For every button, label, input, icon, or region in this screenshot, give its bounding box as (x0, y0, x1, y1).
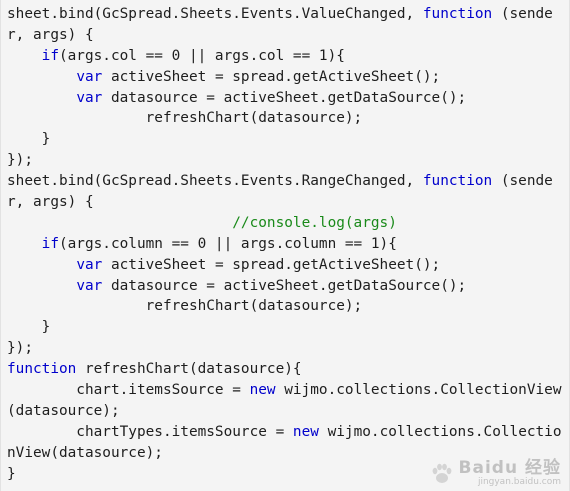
code-token (7, 69, 76, 85)
code-line: }); (7, 150, 569, 171)
code-keyword: var (76, 277, 103, 294)
code-token: } (7, 131, 51, 148)
code-token: refreshChart(datasource); (7, 298, 363, 315)
code-line: } (7, 464, 569, 485)
code-keyword: new (292, 423, 319, 440)
code-line: chartTypes.itemsSource = new wijmo.colle… (7, 422, 569, 443)
code-line: if(args.col == 0 || args.col == 1){ (7, 46, 569, 67)
code-token (7, 215, 232, 231)
code-token (7, 278, 76, 294)
code-token: activeSheet = spread.getActiveSheet(); (102, 256, 441, 273)
code-token: }); (7, 152, 33, 169)
code-line: (datasource); (7, 401, 569, 422)
code-keyword: var (76, 256, 103, 273)
code-keyword: var (76, 68, 103, 85)
code-token: (datasource); (7, 402, 120, 419)
code-token (7, 90, 76, 106)
code-line: nView(datasource); (7, 443, 569, 464)
code-token: sheet.bind(GcSpread.Sheets.Events.ValueC… (7, 6, 423, 22)
code-line: refreshChart(datasource); (7, 108, 569, 129)
code-token: wijmo.collections.CollectionView (275, 382, 562, 399)
code-token: refreshChart(datasource); (7, 110, 363, 127)
code-token: datasource = activeSheet.getDataSource()… (102, 277, 467, 294)
watermark-text: Baidu 经验 jingyan.baidu.com (459, 459, 561, 487)
code-token: chartTypes.itemsSource = (7, 423, 293, 440)
code-line: r, args) { (7, 192, 569, 213)
code-token: r, args) { (7, 26, 94, 43)
code-token: (sende (492, 173, 553, 190)
code-token: } (7, 319, 51, 336)
code-keyword: function (422, 173, 493, 190)
code-token: activeSheet = spread.getActiveSheet(); (102, 68, 441, 85)
code-line: function refreshChart(datasource){ (7, 359, 569, 380)
baidu-jingyan-watermark: Baidu 经验 jingyan.baidu.com (429, 459, 561, 487)
code-token: sheet.bind(GcSpread.Sheets.Events.RangeC… (7, 173, 423, 190)
code-lines: sheet.bind(GcSpread.Sheets.Events.ValueC… (7, 4, 569, 484)
code-token: }); (7, 340, 33, 357)
code-token: datasource = activeSheet.getDataSource()… (102, 89, 467, 106)
code-line: var activeSheet = spread.getActiveSheet(… (7, 255, 569, 276)
code-token: wijmo.collections.Collectio (318, 423, 562, 440)
code-line: if(args.column == 0 || args.column == 1)… (7, 234, 569, 255)
code-token: (args.col == 0 || args.col == 1){ (58, 47, 345, 64)
code-line: chart.itemsSource = new wijmo.collection… (7, 380, 569, 401)
code-token: } (7, 465, 16, 482)
code-line: sheet.bind(GcSpread.Sheets.Events.ValueC… (7, 4, 569, 25)
code-line: } (7, 317, 569, 338)
code-line: r, args) { (7, 25, 569, 46)
code-keyword: var (76, 89, 103, 106)
code-line: }); (7, 338, 569, 359)
code-line: sheet.bind(GcSpread.Sheets.Events.RangeC… (7, 171, 569, 192)
code-token (7, 257, 76, 273)
code-comment: //console.log(args) (232, 214, 397, 231)
code-token: (args.column == 0 || args.column == 1){ (58, 235, 397, 252)
code-line: //console.log(args) (7, 213, 569, 234)
paw-icon (432, 463, 451, 483)
code-token: chart.itemsSource = (7, 382, 250, 399)
code-token: (sende (492, 6, 553, 22)
code-keyword: function (422, 6, 493, 22)
code-token: refreshChart(datasource){ (76, 361, 302, 378)
watermark-brand: Baidu 经验 (458, 458, 561, 478)
code-line: var datasource = activeSheet.getDataSour… (7, 276, 569, 297)
code-token: nView(datasource); (7, 444, 163, 461)
code-token: r, args) { (7, 194, 94, 211)
code-line: refreshChart(datasource); (7, 296, 569, 317)
code-line: var datasource = activeSheet.getDataSour… (7, 88, 569, 109)
watermark-url: jingyan.baidu.com (477, 477, 561, 487)
code-keyword: function (7, 361, 77, 378)
code-line: } (7, 129, 569, 150)
code-keyword: if (41, 47, 59, 64)
code-token (7, 236, 42, 252)
code-keyword: new (249, 382, 276, 399)
code-keyword: if (41, 235, 59, 252)
code-token (7, 48, 42, 64)
code-line: var activeSheet = spread.getActiveSheet(… (7, 67, 569, 88)
